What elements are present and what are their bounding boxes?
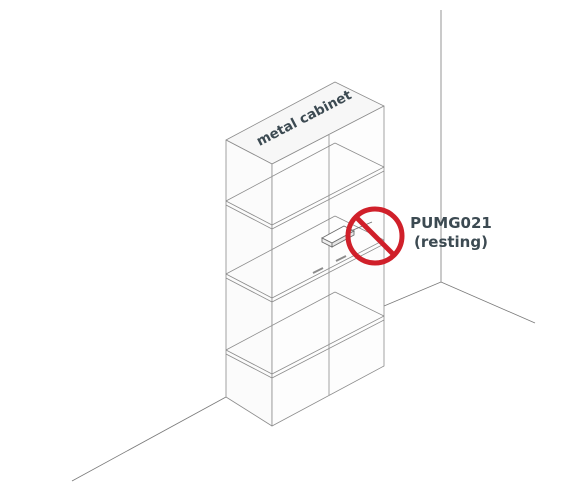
prohibited-icon	[345, 206, 405, 266]
front-shelf-1	[225, 200, 273, 226]
door-handle-left	[312, 267, 324, 274]
front-shelf-2	[225, 273, 273, 299]
door-handle-right	[335, 255, 347, 262]
metal-cabinet	[225, 81, 385, 427]
inner-shelf-edge-1	[225, 142, 336, 202]
prohibition-ring	[345, 206, 405, 266]
inner-shelf-edge-3	[225, 291, 336, 351]
front-shelf-1b	[225, 204, 273, 230]
callout-state-label: (resting)	[414, 233, 488, 251]
floor-line-back	[383, 281, 442, 307]
door-shelf-2b	[271, 243, 385, 303]
door-shelf-3	[271, 315, 385, 375]
door-shelf-3b	[271, 319, 385, 379]
device-on-shelf	[321, 221, 373, 248]
cabinet-front-face	[225, 139, 273, 427]
front-shelf-2b	[225, 277, 273, 303]
floor-line-left	[71, 396, 227, 482]
front-shelf-3	[225, 349, 273, 375]
front-shelf-3b	[225, 353, 273, 379]
cabinet-door-face	[271, 105, 385, 427]
door-shelf-1	[271, 166, 385, 226]
prohibition-slash	[354, 215, 396, 257]
door-shelf-2	[271, 239, 385, 299]
inner-shelf-edge-1r	[334, 142, 385, 168]
floor-line-right	[440, 281, 536, 324]
inner-shelf-edge-2	[225, 215, 336, 275]
room-corner	[71, 10, 536, 482]
inner-shelf-edge-3r	[334, 291, 385, 317]
callout-model-label: PUMG021	[410, 214, 492, 232]
door-shelf-1b	[271, 170, 385, 230]
